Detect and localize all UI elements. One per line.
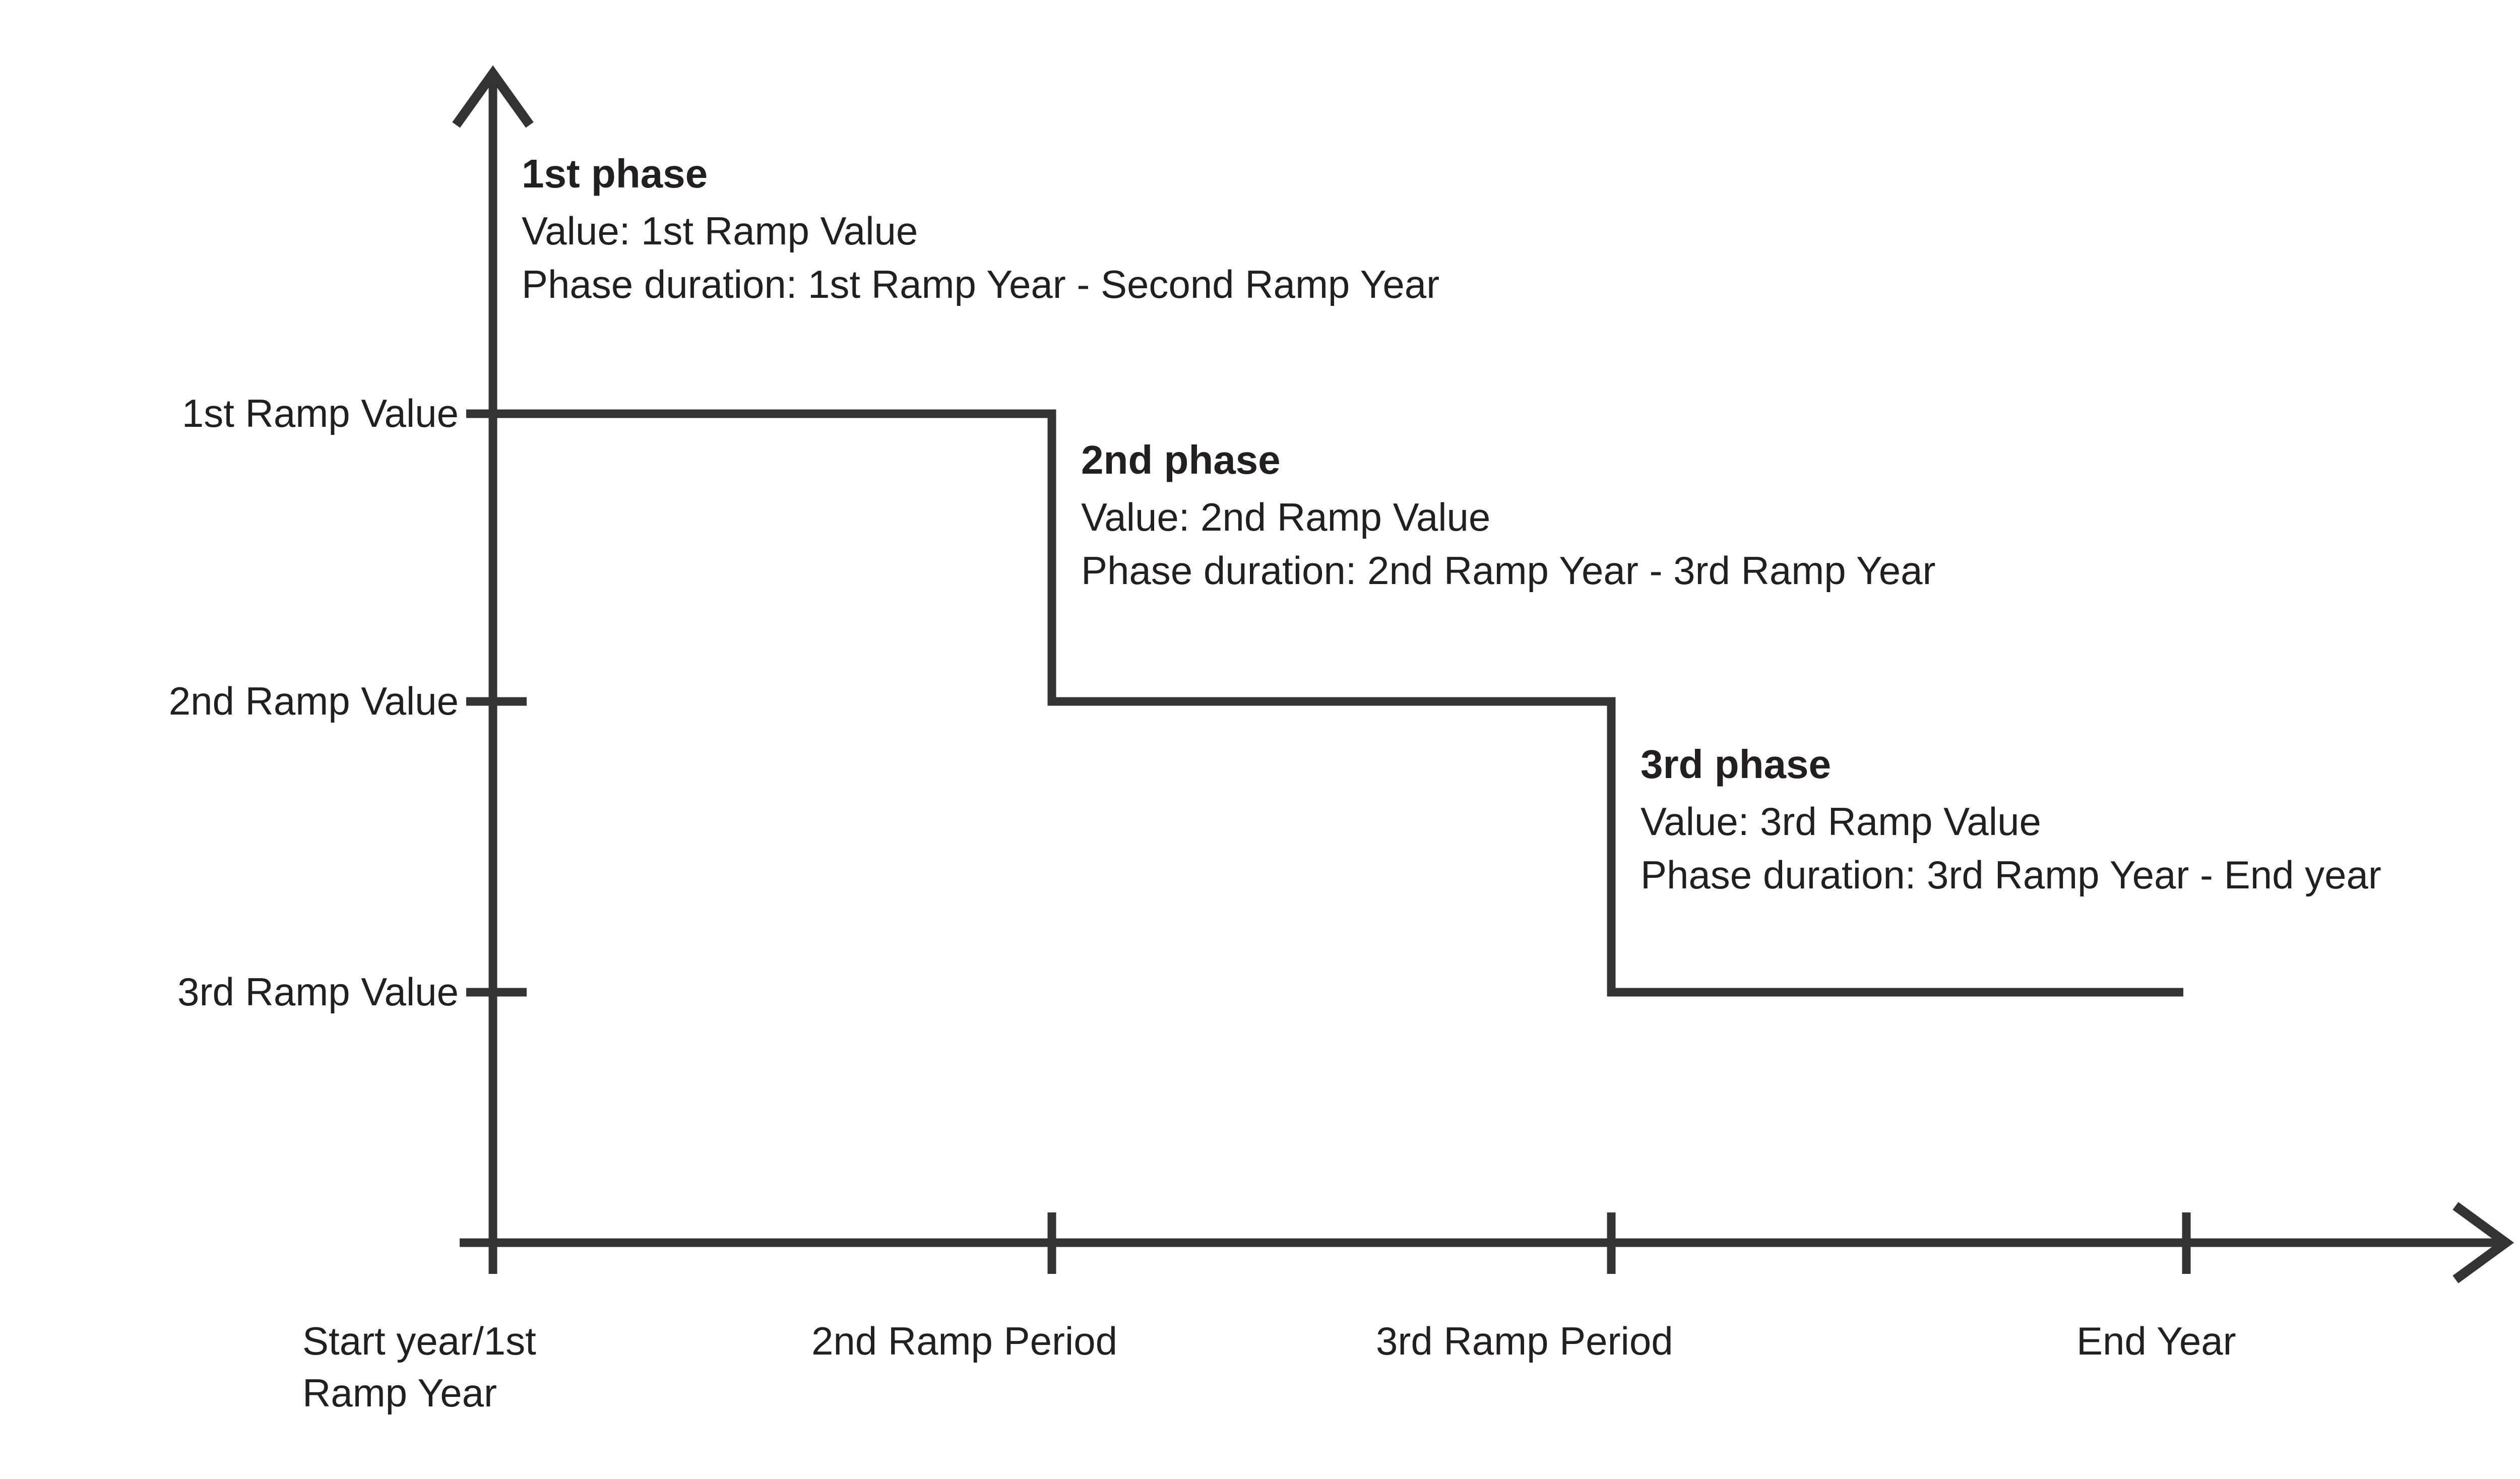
phase-2-value: Value: 2nd Ramp Value	[1081, 495, 1491, 539]
x-axis-label-3rd-ramp-period: 3rd Ramp Period	[1376, 1319, 1673, 1363]
phase-3-duration: Phase duration: 3rd Ramp Year - End year	[1641, 853, 2381, 897]
phase-2-duration: Phase duration: 2nd Ramp Year - 3rd Ramp…	[1081, 548, 1936, 593]
phase-1-title: 1st phase	[522, 151, 708, 196]
phase-annotation-1: 1st phase Value: 1st Ramp Value Phase du…	[522, 154, 1439, 304]
phase-annotation-3: 3rd phase Value: 3rd Ramp Value Phase du…	[1641, 742, 2381, 897]
phase-3-value: Value: 3rd Ramp Value	[1641, 799, 2041, 844]
x-axis-label-start-year: Start year/1st Ramp Year	[302, 1315, 706, 1419]
x-axis-label-end-year: End Year	[2076, 1319, 2236, 1363]
phase-1-value: Value: 1st Ramp Value	[522, 209, 918, 253]
phase-2-title: 2nd phase	[1081, 437, 1281, 482]
x-axis	[460, 1202, 2514, 1283]
y-axis-label-3rd-ramp-value: 3rd Ramp Value	[177, 970, 459, 1014]
x-axis-label-start-year-line1: Start year/1st	[302, 1319, 536, 1363]
phase-1-duration: Phase duration: 1st Ramp Year - Second R…	[522, 262, 1440, 306]
step-line	[493, 409, 2183, 997]
x-axis-label-2nd-ramp-period: 2nd Ramp Period	[811, 1319, 1118, 1363]
x-axis-label-start-year-line2: Ramp Year	[302, 1370, 497, 1415]
x-axis-ticks	[488, 1212, 2191, 1274]
phase-annotation-2: 2nd phase Value: 2nd Ramp Value Phase du…	[1081, 437, 1936, 593]
y-axis	[452, 65, 534, 1270]
phase-3-title: 3rd phase	[1641, 742, 1831, 787]
y-axis-label-1st-ramp-value: 1st Ramp Value	[181, 391, 459, 435]
y-axis-label-2nd-ramp-value: 2nd Ramp Value	[168, 679, 459, 723]
